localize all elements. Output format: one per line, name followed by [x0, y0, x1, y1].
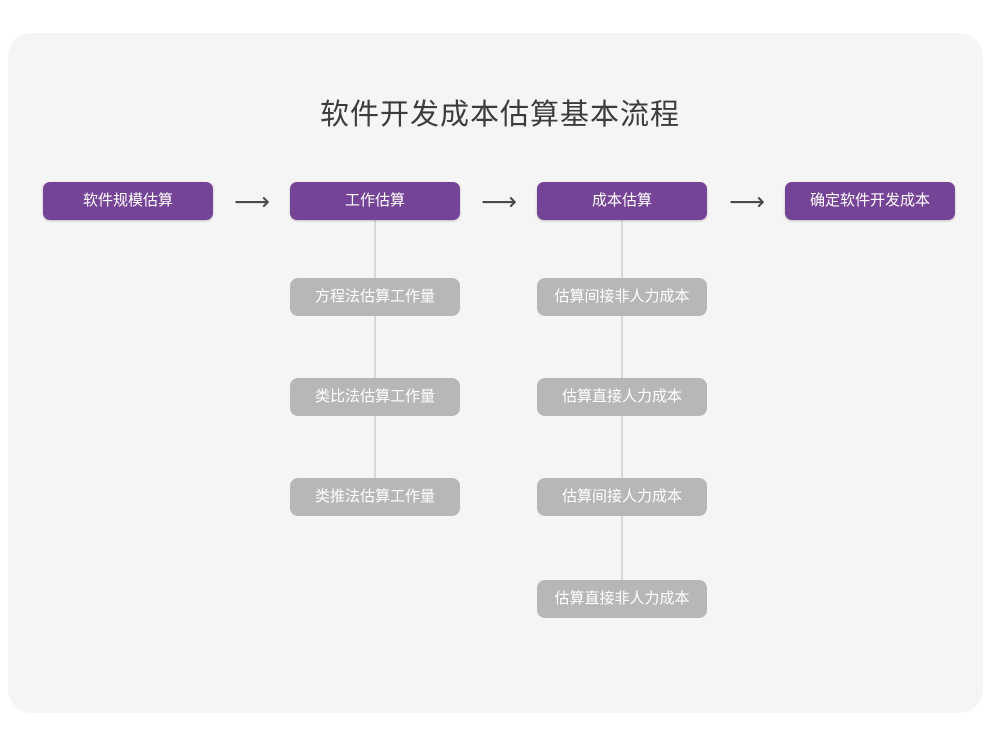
- page-title: 软件开发成本估算基本流程: [319, 99, 680, 131]
- diagram-card-background: [8, 33, 983, 713]
- flow-node-stage-2[interactable]: 工作估算: [290, 182, 460, 220]
- right-arrow-icon-3: ⟶: [729, 187, 765, 216]
- flow-node-stage-1[interactable]: 软件规模估算: [43, 182, 213, 220]
- flow-node-sub-3-1[interactable]: 估算间接非人力成本: [537, 278, 707, 316]
- flow-node-sub-2-3[interactable]: 类推法估算工作量: [290, 478, 460, 516]
- flow-node-stage-3[interactable]: 成本估算: [537, 182, 707, 220]
- flow-node-sub-3-2[interactable]: 估算直接人力成本: [537, 378, 707, 416]
- flow-node-sub-2-1[interactable]: 方程法估算工作量: [290, 278, 460, 316]
- flow-node-sub-3-3[interactable]: 估算间接人力成本: [537, 478, 707, 516]
- right-arrow-icon-2: ⟶: [481, 187, 517, 216]
- flow-node-sub-3-4[interactable]: 估算直接非人力成本: [537, 580, 707, 618]
- flow-node-sub-2-2[interactable]: 类比法估算工作量: [290, 378, 460, 416]
- flow-node-stage-4[interactable]: 确定软件开发成本: [785, 182, 955, 220]
- connector-line-stage-2: [374, 220, 376, 500]
- right-arrow-icon-1: ⟶: [234, 187, 270, 216]
